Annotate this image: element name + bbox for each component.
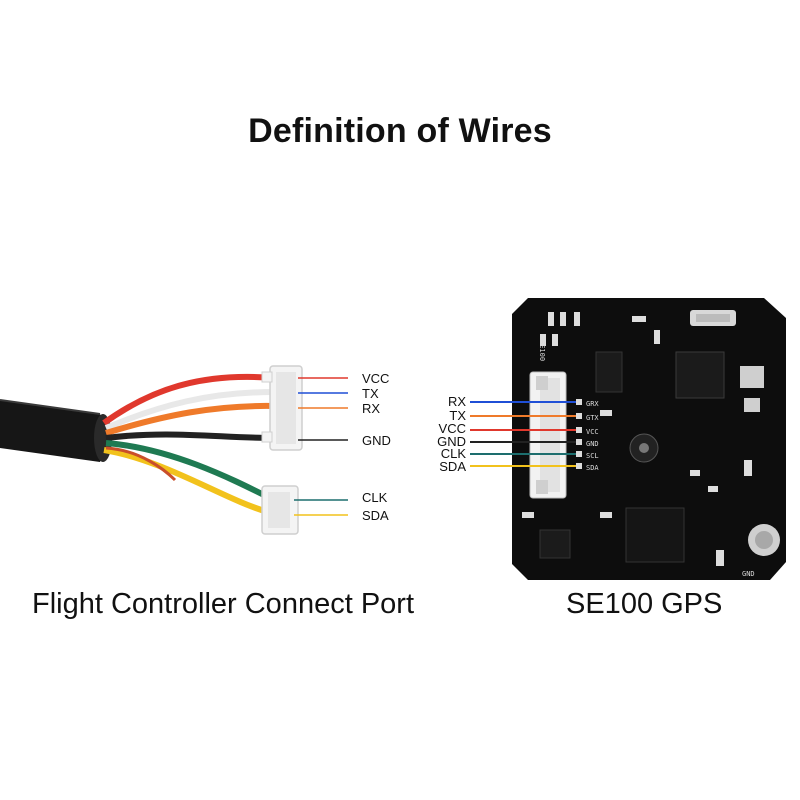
wire-green [105, 440, 270, 500]
left-pin-tx: TX [362, 386, 379, 401]
left-pin-sda: SDA [362, 508, 389, 523]
left-pin-rx: RX [362, 401, 380, 416]
silk-sda: SDA [586, 464, 599, 472]
right-pin-sda: SDA [439, 459, 466, 474]
silk-scl: SCL [586, 452, 599, 460]
gps-board: GND SE100 [512, 298, 786, 580]
right-pin-rx: RX [448, 394, 466, 409]
right-pin-tx: TX [449, 408, 466, 423]
wire-red [102, 373, 275, 426]
silk-gnd: GND [586, 440, 599, 448]
connector-1 [261, 365, 303, 451]
wire-white [104, 389, 275, 431]
connector-2 [261, 485, 299, 535]
silk-vcc: VCC [586, 428, 599, 436]
left-caption: Flight Controller Connect Port [32, 588, 414, 620]
svg-text:SE100: SE100 [538, 340, 546, 361]
right-pin-vcc: VCC [439, 421, 466, 436]
right-pin-gnd: GND [437, 434, 466, 449]
page-title: Definition of Wires [248, 112, 552, 150]
wire-black [105, 431, 275, 441]
silk-gtx: GTX [586, 414, 599, 422]
left-pin-clk: CLK [362, 490, 388, 505]
cable [0, 373, 275, 515]
left-pin-vcc: VCC [362, 371, 389, 386]
right-caption: SE100 GPS [566, 588, 723, 620]
svg-text:GND: GND [742, 570, 755, 578]
silk-grx: GRX [586, 400, 599, 408]
right-pin-clk: CLK [441, 446, 467, 461]
wire-yellow [103, 447, 269, 515]
wire-orange [105, 402, 275, 436]
left-pin-gnd: GND [362, 433, 391, 448]
gps-connector [529, 371, 567, 499]
